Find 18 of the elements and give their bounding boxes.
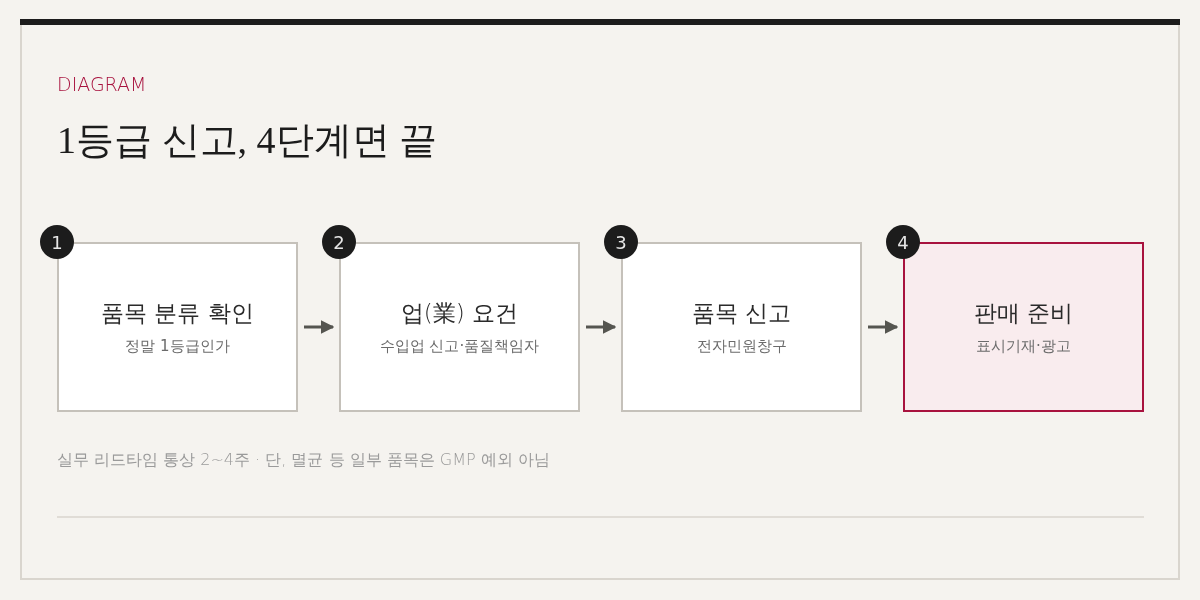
step-title: 업(業) 요건 (400, 299, 519, 328)
step-title: 품목 분류 확인 (101, 299, 254, 328)
arrow (304, 320, 335, 334)
step-number-badge: 2 (322, 225, 356, 259)
arrow (868, 320, 899, 334)
title: 1등급 신고, 4단계면 끝 (57, 118, 437, 163)
step-subtitle: 정말 1등급인가 (125, 337, 230, 356)
section-label: DIAGRAM (57, 73, 147, 95)
step-title: 품목 신고 (691, 299, 792, 328)
step-number-badge: 4 (886, 225, 920, 259)
arrow (586, 320, 617, 334)
step-title: 판매 준비 (973, 299, 1074, 328)
step-number-badge: 3 (604, 225, 638, 259)
step-subtitle: 전자민원창구 (696, 337, 787, 356)
step-subtitle: 표시기재·광고 (976, 337, 1071, 356)
step-number-badge: 1 (40, 225, 74, 259)
footnote: 실무 리드타임 통상 2~4주 · 단, 멸균 등 일부 품목은 GMP 예외 아님 (57, 450, 550, 471)
step-subtitle: 수입업 신고·품질책임자 (379, 337, 540, 356)
